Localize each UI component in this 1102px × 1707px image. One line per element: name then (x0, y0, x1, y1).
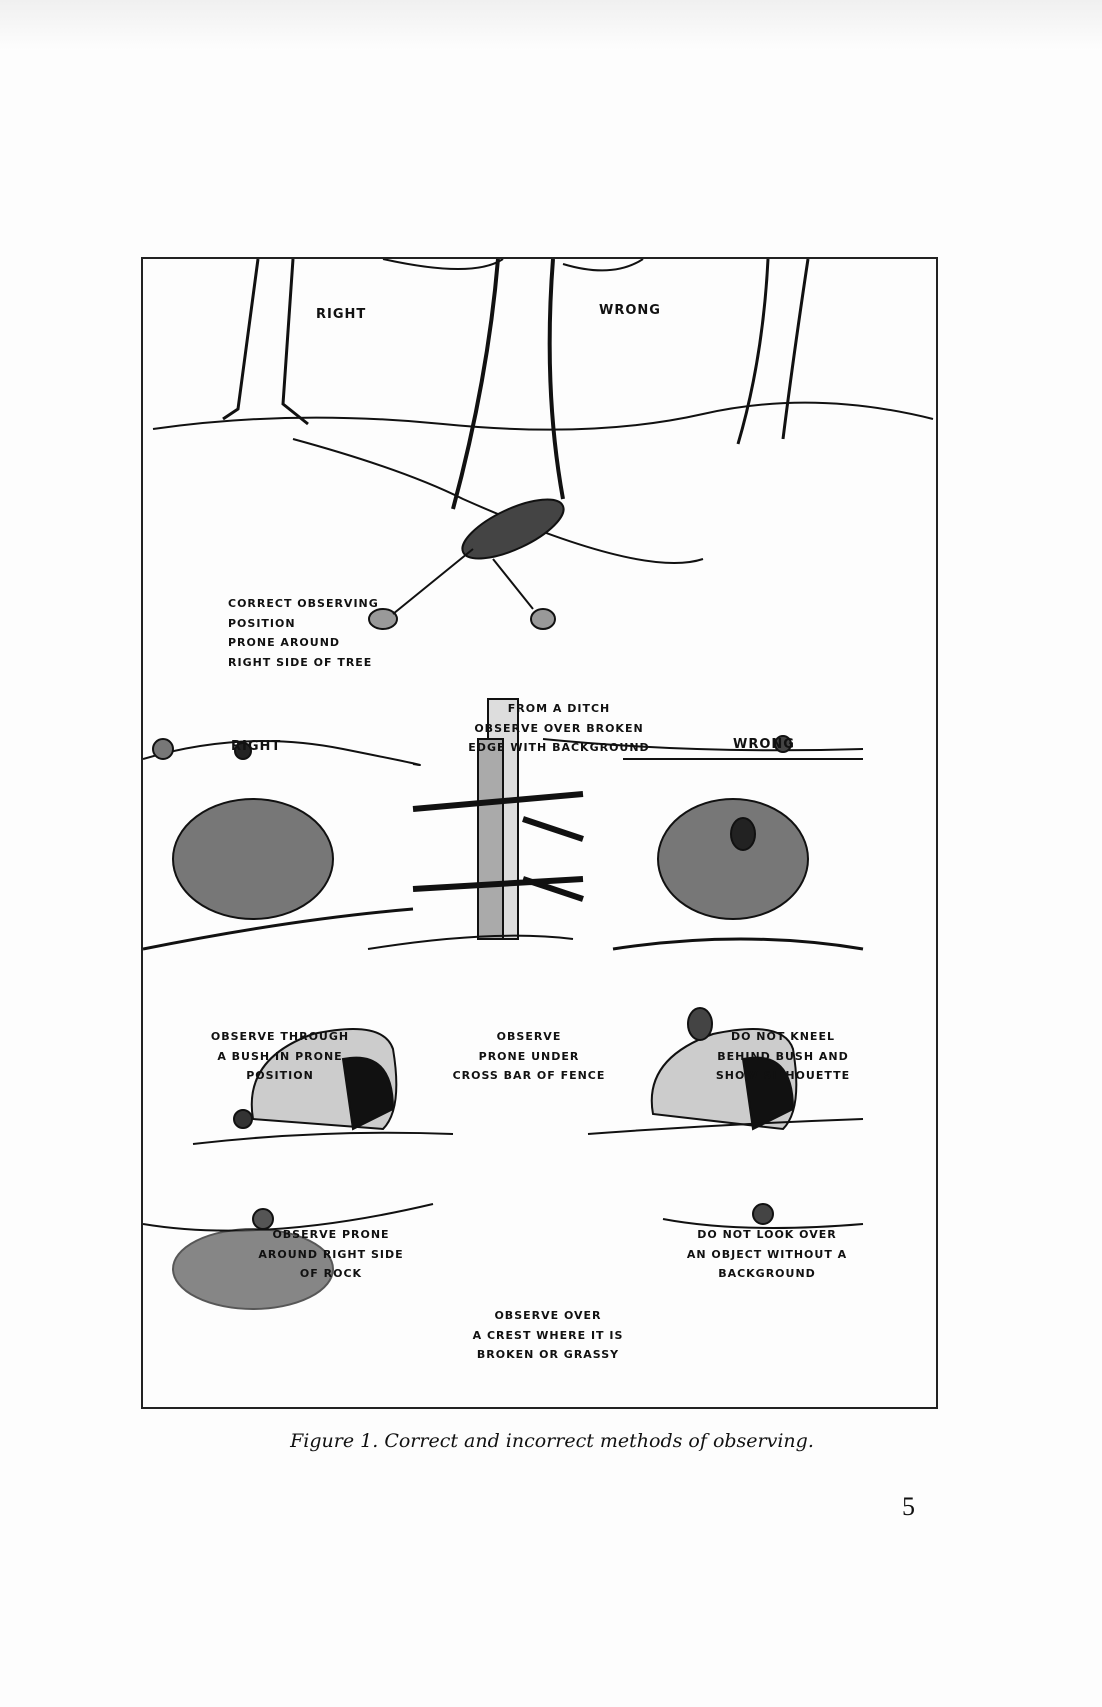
caption-line: CORRECT OBSERVING (228, 597, 379, 610)
caption-line: SHOW SILHOUETTE (715, 1069, 851, 1082)
caption-line: OBSERVE OVER (494, 1309, 602, 1322)
caption-line: DO NOT KNEEL (731, 1030, 835, 1043)
fence-caption: OBSERVE PRONE UNDER CROSS BAR OF FENCE (453, 1027, 606, 1086)
caption-line: RIGHT SIDE OF TREE (228, 655, 373, 669)
scan-shadow (0, 0, 1102, 50)
caption-line: EDGE WITH BACKGROUND (468, 741, 650, 754)
caption-line: AROUND RIGHT SIDE (258, 1247, 404, 1261)
caption-line: OBSERVE THROUGH (210, 1030, 350, 1043)
figure-illustration: RIGHT WRONG CORRECT OBSERVING POSITION P… (141, 257, 938, 1409)
caption-line: PRONE UNDER (478, 1049, 580, 1063)
caption-line: BACKGROUND (718, 1267, 816, 1280)
figure-caption: Figure 1. Correct and incorrect methods … (290, 1430, 814, 1452)
caption-line: A BUSH IN PRONE (217, 1049, 343, 1063)
caption-line: OBSERVE PRONE (272, 1228, 390, 1241)
caption-line: FROM A DITCH (507, 702, 611, 715)
caption-line: POSITION (228, 616, 296, 630)
rock-right-caption: OBSERVE PRONE AROUND RIGHT SIDE OF ROCK (258, 1225, 403, 1284)
caption-line: PRONE AROUND (228, 636, 341, 649)
caption-line: OF ROCK (299, 1267, 363, 1280)
caption-line: CROSS BAR OF FENCE (452, 1069, 606, 1082)
bush-caption: OBSERVE THROUGH A BUSH IN PRONE POSITION (211, 1027, 349, 1086)
top-wrong-label: WRONG (599, 303, 661, 318)
caption-line: BROKEN OR GRASSY (476, 1348, 620, 1361)
caption-line: POSITION (246, 1069, 314, 1082)
caption-line: DO NOT LOOK OVER (697, 1228, 837, 1241)
caption-line: OBSERVE OVER BROKEN (474, 721, 644, 735)
rock-wrong-caption: DO NOT LOOK OVER AN OBJECT WITHOUT A BAC… (687, 1225, 847, 1284)
middle-right-label: RIGHT (231, 739, 282, 754)
caption-line: OBSERVE (496, 1030, 562, 1043)
crest-caption: OBSERVE OVER A CREST WHERE IT IS BROKEN … (473, 1306, 624, 1365)
observing-illustration (143, 259, 934, 1310)
middle-wrong-label: WRONG (733, 737, 795, 752)
tree-caption: CORRECT OBSERVING POSITION PRONE AROUND … (228, 594, 379, 672)
kneel-caption: DO NOT KNEEL BEHIND BUSH AND SHOW SILHOU… (716, 1027, 850, 1086)
caption-line: A CREST WHERE IT IS (472, 1328, 624, 1342)
page-number: 5 (902, 1492, 915, 1521)
caption-line: AN OBJECT WITHOUT A (686, 1247, 848, 1261)
top-right-label: RIGHT (316, 307, 367, 322)
ditch-caption: FROM A DITCH OBSERVE OVER BROKEN EDGE WI… (468, 699, 649, 758)
caption-line: BEHIND BUSH AND (717, 1049, 849, 1063)
